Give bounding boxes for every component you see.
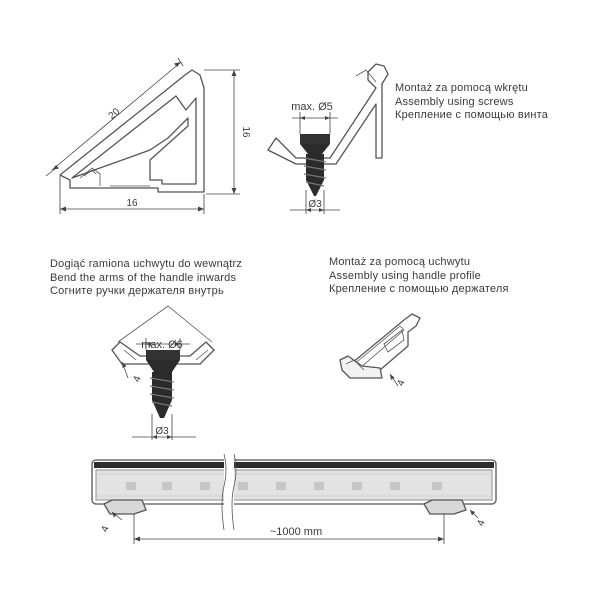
- caption-line-ru: Крепление с помощью держателя: [329, 283, 509, 295]
- bend-head-max-label: max. Ø6: [141, 339, 183, 351]
- bend-arms-drawing: [111, 305, 215, 440]
- left-clip-arrow-label: 4: [100, 524, 112, 533]
- caption-line-pl: Dogiąć ramiona uchwytu do wewnątrz: [50, 258, 243, 270]
- bend-shank-label: Ø3: [155, 426, 169, 437]
- screw-assembly-caption: Montaż za pomocą wkrętu Assembly using s…: [395, 82, 548, 123]
- caption-line-en: Bend the arms of the handle inwards: [50, 271, 237, 284]
- dimension-height-label: 16: [240, 126, 251, 138]
- bend-arrow-label: 4: [132, 374, 144, 383]
- profile-side-view: [91, 453, 497, 544]
- dimension-diagonal-label: 20: [107, 106, 123, 122]
- handle-assembly-caption: Montaż za pomocą uchwytu Assembly using …: [329, 256, 509, 297]
- caption-line-en: Assembly using handle profile: [329, 269, 481, 282]
- caption-line-ru: Согните ручки держателя внутрь: [50, 285, 224, 297]
- caption-line-ru: Крепление с помощью винта: [395, 109, 549, 121]
- screw-head-max-label: max. Ø5: [291, 101, 333, 113]
- handle-arrow-label: 4: [396, 378, 408, 387]
- right-clip-arrow-label: 4: [476, 518, 488, 527]
- dimension-width-label: 16: [126, 198, 138, 209]
- caption-line-en: Assembly using screws: [395, 95, 514, 108]
- handle-assembly-drawing: [339, 313, 421, 387]
- length-dimension-label: ~1000 mm: [270, 526, 322, 538]
- profile-dimension-lines: [45, 57, 240, 214]
- screw-assembly-drawing: [267, 63, 389, 214]
- bend-arms-caption: Dogiąć ramiona uchwytu do wewnątrz Bend …: [50, 258, 242, 299]
- caption-line-pl: Montaż za pomocą uchwytu: [329, 256, 471, 268]
- profile-cross-section: [59, 69, 205, 193]
- caption-line-pl: Montaż za pomocą wkrętu: [395, 82, 528, 94]
- screw-shank-label: Ø3: [308, 199, 322, 210]
